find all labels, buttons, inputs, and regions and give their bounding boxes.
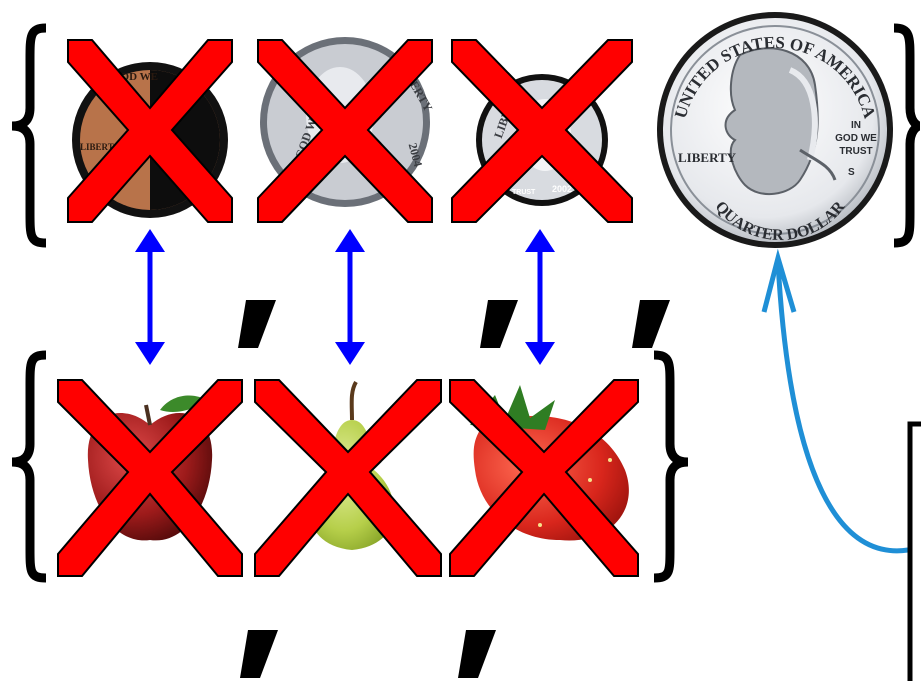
right-edge-box: [907, 421, 921, 681]
comma-1: [238, 300, 276, 348]
dime-side-text: TRUST: [512, 189, 536, 196]
quarter-coin: UNITED STATES OF AMERICA QUARTER DOLLAR …: [657, 12, 893, 248]
curved-arrow-to-quarter: [761, 248, 909, 554]
washington-portrait: [724, 47, 837, 196]
dime-year: 2002: [552, 184, 572, 194]
pair-arrow-dime-strawberry: [525, 229, 555, 365]
comma-2: [480, 300, 518, 348]
comma-5: [458, 630, 496, 678]
quarter-liberty-text: LIBERTY: [678, 150, 737, 165]
comma-3: [632, 300, 670, 348]
coin-cross-dime: [451, 39, 633, 223]
bottom-left-brace: [11, 350, 47, 583]
fruit-cross-apple: [57, 379, 243, 577]
comma-4: [240, 630, 278, 678]
coin-cross-penny: [67, 39, 233, 223]
coin-cross-nickel: [257, 39, 433, 223]
pair-arrow-penny-apple: [135, 229, 165, 365]
pair-arrow-nickel-pear: [335, 229, 365, 365]
fruit-cross-strawberry: [449, 379, 639, 577]
fruit-cross-pear: [254, 379, 442, 577]
top-right-brace: [893, 23, 921, 248]
top-left-brace: [11, 23, 47, 248]
quarter-motto-1: IN: [851, 120, 861, 131]
quarter-motto-2: GOD WE: [835, 133, 877, 144]
penny-side-text: LIBERT: [80, 142, 114, 152]
nickel-year: 2004: [406, 141, 426, 168]
quarter-mint-mark: S: [848, 167, 855, 178]
bottom-right-brace: [653, 350, 689, 583]
quarter-motto-3: TRUST: [839, 146, 872, 157]
